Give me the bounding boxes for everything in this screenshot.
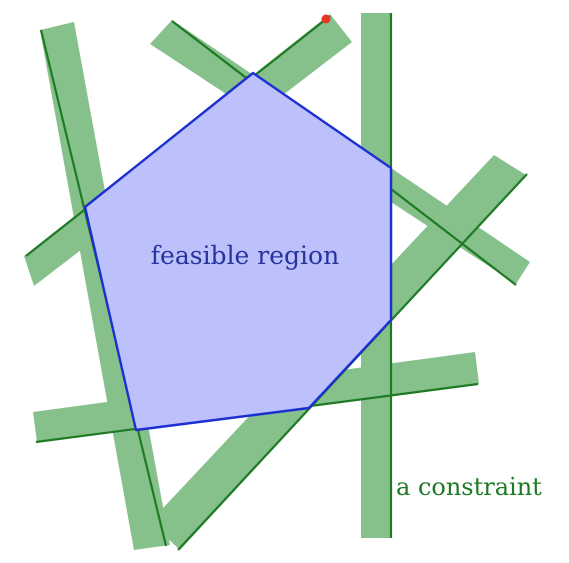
- constraint-label: a constraint: [396, 473, 542, 501]
- endpoint-marker: [321, 14, 331, 24]
- feasible-region-polygon: [83, 71, 393, 432]
- feasible-region-label: feasible region: [151, 241, 339, 270]
